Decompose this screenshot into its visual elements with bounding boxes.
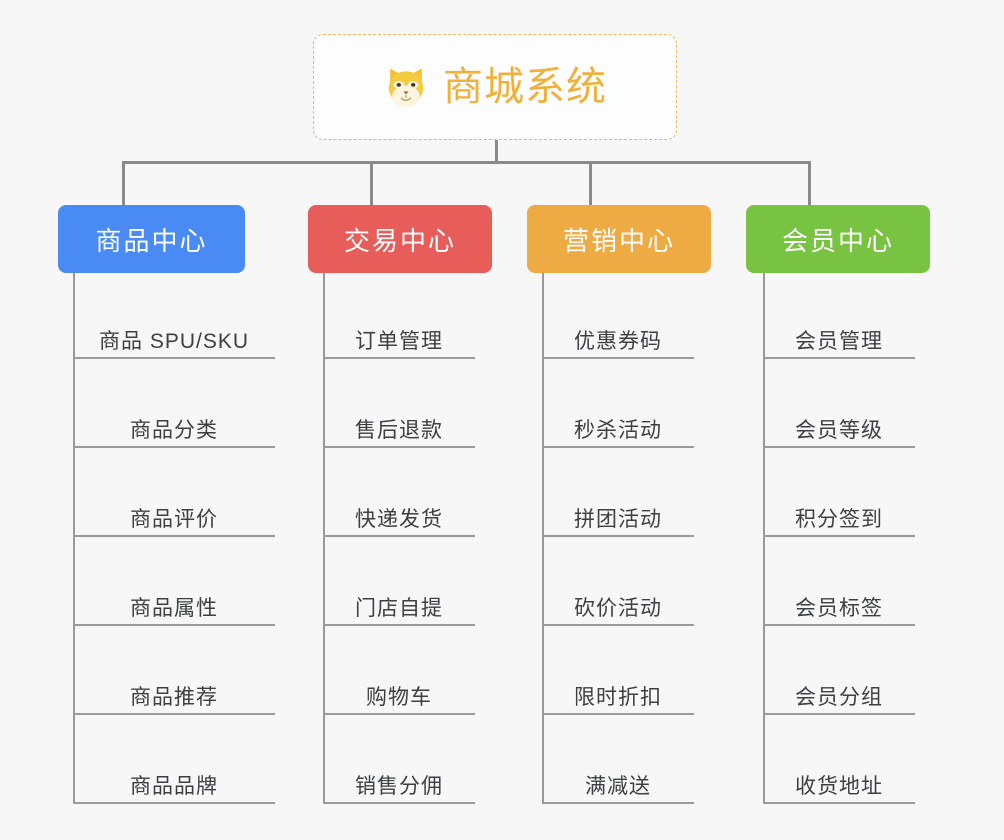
category-box[interactable]: 营销中心 xyxy=(527,205,711,273)
leaf-item[interactable]: 订单管理 xyxy=(323,301,475,359)
branch-drop-line xyxy=(370,161,373,205)
branch-drop-line xyxy=(589,161,592,205)
leaf-item-label: 商品 SPU/SKU xyxy=(98,329,250,353)
leaf-item[interactable]: 秒杀活动 xyxy=(542,390,694,448)
leaf-item-label: 售后退款 xyxy=(355,418,443,442)
leaf-item[interactable]: 商品属性 xyxy=(73,568,275,626)
root-title: 商城系统 xyxy=(443,65,607,109)
category-label: 交易中心 xyxy=(343,225,456,256)
leaf-item-label: 会员标签 xyxy=(795,596,883,620)
leaf-item[interactable]: 收货地址 xyxy=(763,746,915,804)
leaf-item[interactable]: 售后退款 xyxy=(323,390,475,448)
category-label: 商品中心 xyxy=(95,225,208,256)
column-trunk-line xyxy=(542,273,544,804)
leaf-item-label: 优惠券码 xyxy=(574,329,662,353)
column-trunk-line xyxy=(763,273,765,804)
column-trunk-line xyxy=(73,273,75,804)
leaf-item[interactable]: 商品推荐 xyxy=(73,657,275,715)
branch-drop-line xyxy=(808,161,811,205)
leaf-item[interactable]: 会员等级 xyxy=(763,390,915,448)
leaf-item[interactable]: 快递发货 xyxy=(323,479,475,537)
leaf-item-label: 收货地址 xyxy=(795,774,883,798)
leaf-item[interactable]: 销售分佣 xyxy=(323,746,475,804)
leaf-item-label: 会员分组 xyxy=(795,685,883,709)
branch-drop-line xyxy=(122,161,125,205)
leaf-item[interactable]: 商品分类 xyxy=(73,390,275,448)
leaf-item-label: 商品品牌 xyxy=(130,774,218,798)
leaf-item[interactable]: 会员标签 xyxy=(763,568,915,626)
category-box[interactable]: 会员中心 xyxy=(746,205,930,273)
leaf-item[interactable]: 购物车 xyxy=(323,657,475,715)
category-box[interactable]: 交易中心 xyxy=(308,205,492,273)
leaf-item-label: 商品推荐 xyxy=(130,685,218,709)
leaf-item[interactable]: 商品评价 xyxy=(73,479,275,537)
leaf-item[interactable]: 砍价活动 xyxy=(542,568,694,626)
shiba-dog-face-icon xyxy=(383,64,429,110)
column-trunk-line xyxy=(323,273,325,804)
category-label: 会员中心 xyxy=(781,225,894,256)
leaf-item-label: 限时折扣 xyxy=(574,685,662,709)
category-box[interactable]: 商品中心 xyxy=(58,205,245,273)
leaf-item-label: 销售分佣 xyxy=(355,774,443,798)
leaf-item[interactable]: 门店自提 xyxy=(323,568,475,626)
leaf-item[interactable]: 商品 SPU/SKU xyxy=(73,301,275,359)
leaf-item-label: 订单管理 xyxy=(355,329,443,353)
leaf-item-label: 会员管理 xyxy=(795,329,883,353)
leaf-item-label: 拼团活动 xyxy=(574,507,662,531)
leaf-item-label: 积分签到 xyxy=(795,507,883,531)
leaf-item[interactable]: 会员管理 xyxy=(763,301,915,359)
leaf-item-label: 商品分类 xyxy=(130,418,218,442)
leaf-item[interactable]: 积分签到 xyxy=(763,479,915,537)
leaf-item-label: 购物车 xyxy=(366,685,432,709)
leaf-item-label: 快递发货 xyxy=(355,507,443,531)
root-stem-line xyxy=(495,140,498,164)
leaf-item-label: 砍价活动 xyxy=(574,596,662,620)
leaf-item-label: 会员等级 xyxy=(795,418,883,442)
leaf-item[interactable]: 满减送 xyxy=(542,746,694,804)
leaf-item[interactable]: 优惠券码 xyxy=(542,301,694,359)
leaf-item[interactable]: 会员分组 xyxy=(763,657,915,715)
leaf-item-label: 门店自提 xyxy=(355,596,443,620)
leaf-item-label: 商品评价 xyxy=(130,507,218,531)
leaf-item-label: 满减送 xyxy=(585,774,651,798)
branch-bar-line xyxy=(122,161,811,164)
leaf-item-label: 商品属性 xyxy=(130,596,218,620)
leaf-item[interactable]: 商品品牌 xyxy=(73,746,275,804)
leaf-item-label: 秒杀活动 xyxy=(574,418,662,442)
leaf-item[interactable]: 拼团活动 xyxy=(542,479,694,537)
root-node[interactable]: 商城系统 xyxy=(313,34,677,140)
leaf-item[interactable]: 限时折扣 xyxy=(542,657,694,715)
category-label: 营销中心 xyxy=(562,225,675,256)
